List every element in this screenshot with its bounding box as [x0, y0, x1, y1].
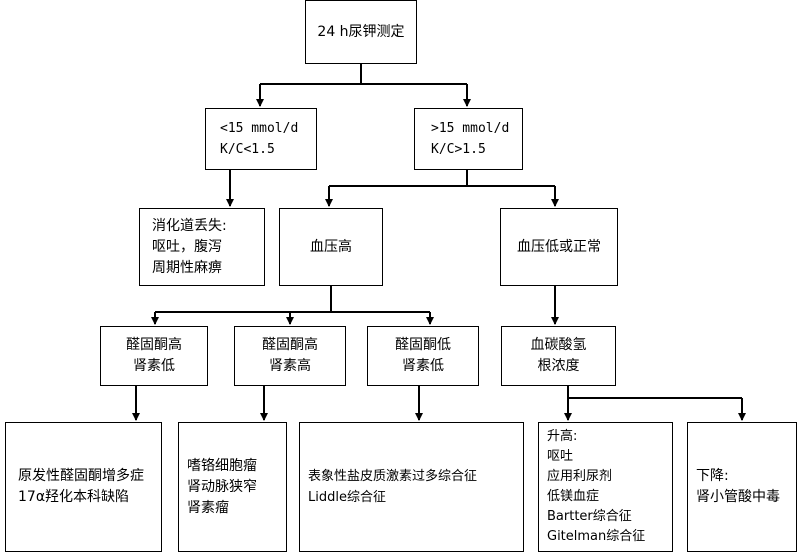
node-text: 根浓度 — [537, 358, 580, 374]
gi-loss-box: 消化道丢失: 呕吐，腹泻 周期性麻痹 — [139, 208, 265, 286]
high-bp-box: 血压高 — [279, 208, 383, 286]
node-text: 肾素瘤 — [187, 499, 229, 516]
node-text: 24 h尿钾测定 — [317, 23, 405, 40]
node-text: 血压高 — [310, 238, 352, 255]
ald-high-renin-low-box: 醛固酮高 肾素低 — [100, 326, 208, 386]
node-text: 肾动脉狭窄 — [187, 478, 257, 495]
node-text: 肾素低 — [402, 358, 444, 374]
node-text: 血碳酸氢 — [530, 337, 587, 353]
node-text: >15 mmol/d — [431, 121, 510, 136]
low-potassium-box: <15 mmol/d K/C<1.5 — [205, 108, 317, 170]
bicarbonate-decreased-box: 下降: 肾小管酸中毒 — [687, 422, 797, 552]
pheochromocytoma-box: 嗜铬细胞瘤 肾动脉狭窄 肾素瘤 — [178, 422, 287, 552]
node-text: K/C>1.5 — [431, 142, 486, 157]
node-text: 呕吐，腹泻 — [152, 238, 222, 255]
node-text: 醛固酮高 — [262, 337, 318, 353]
high-potassium-box: >15 mmol/d K/C>1.5 — [414, 108, 523, 170]
root-box-urine-potassium: 24 h尿钾测定 — [305, 0, 417, 64]
low-normal-bp-box: 血压低或正常 — [500, 208, 618, 286]
node-text: 原发性醛固酮增多症 — [18, 468, 144, 484]
node-text: 表象性盐皮质激素过多综合征 — [308, 469, 478, 484]
node-text: 呕吐 — [547, 449, 574, 464]
node-text: 消化道丢失: — [152, 217, 227, 234]
apparent-mineralocorticoid-excess-box: 表象性盐皮质激素过多综合征 Liddle综合征 — [299, 422, 524, 552]
node-text: 低镁血症 — [547, 489, 600, 504]
primary-aldosteronism-box: 原发性醛固酮增多症 17α羟化本科缺陷 — [5, 422, 162, 552]
node-text: 醛固酮低 — [395, 337, 451, 353]
node-text: Gitelman综合征 — [547, 529, 646, 544]
node-text: 应用利尿剂 — [547, 469, 613, 484]
node-text: 下降: — [696, 468, 729, 484]
node-text: 肾素低 — [133, 358, 175, 374]
node-text: 嗜铬细胞瘤 — [187, 457, 257, 474]
bicarbonate-elevated-box: 升高: 呕吐 应用利尿剂 低镁血症 Bartter综合征 Gitelman综合征 — [538, 422, 673, 552]
node-text: <15 mmol/d — [220, 121, 299, 136]
node-text: K/C<1.5 — [220, 142, 275, 157]
node-text: Bartter综合征 — [547, 509, 632, 524]
node-text: 17α羟化本科缺陷 — [18, 489, 130, 505]
ald-high-renin-high-box: 醛固酮高 肾素高 — [234, 326, 346, 386]
node-text: 血压低或正常 — [517, 238, 601, 255]
node-text: 肾小管酸中毒 — [696, 489, 780, 505]
node-text: 肾素高 — [269, 358, 311, 374]
node-text: 周期性麻痹 — [152, 259, 222, 276]
bicarbonate-box: 血碳酸氢 根浓度 — [501, 326, 616, 386]
node-text: 升高: — [547, 429, 578, 444]
node-text: Liddle综合征 — [308, 490, 386, 505]
ald-low-renin-low-box: 醛固酮低 肾素低 — [367, 326, 479, 386]
node-text: 醛固酮高 — [126, 337, 182, 353]
